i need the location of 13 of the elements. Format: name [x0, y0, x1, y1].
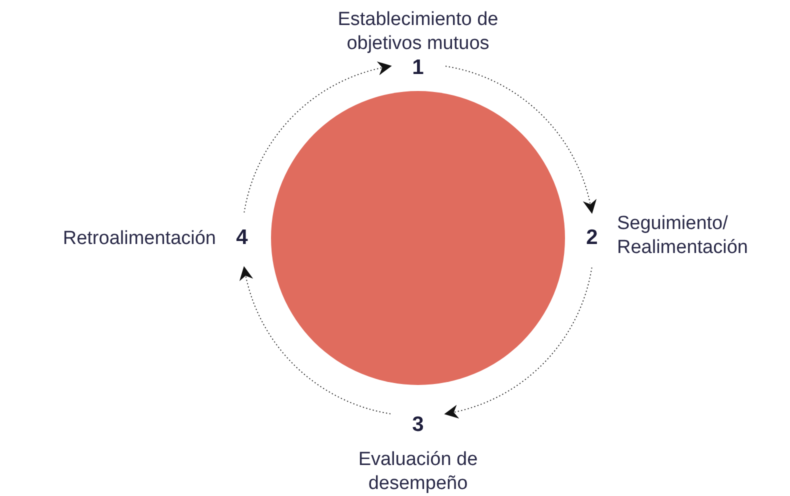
step-number: 3	[406, 412, 430, 438]
cycle-arrow	[239, 266, 391, 414]
step-number: 4	[230, 225, 254, 251]
step-number: 2	[580, 225, 604, 251]
center-circle	[271, 91, 565, 385]
cycle-arrow	[445, 66, 597, 214]
step-label: Retroalimentación	[62, 227, 216, 251]
cycle-arrow	[444, 267, 592, 419]
step-label: Establecimiento de objetivos mutuos	[336, 8, 500, 56]
cycle-arrow	[244, 61, 392, 213]
step-label: Seguimiento/ Realimentación	[617, 212, 749, 260]
step-number: 1	[406, 55, 430, 81]
step-label: Evaluación de desempeño	[357, 448, 479, 496]
